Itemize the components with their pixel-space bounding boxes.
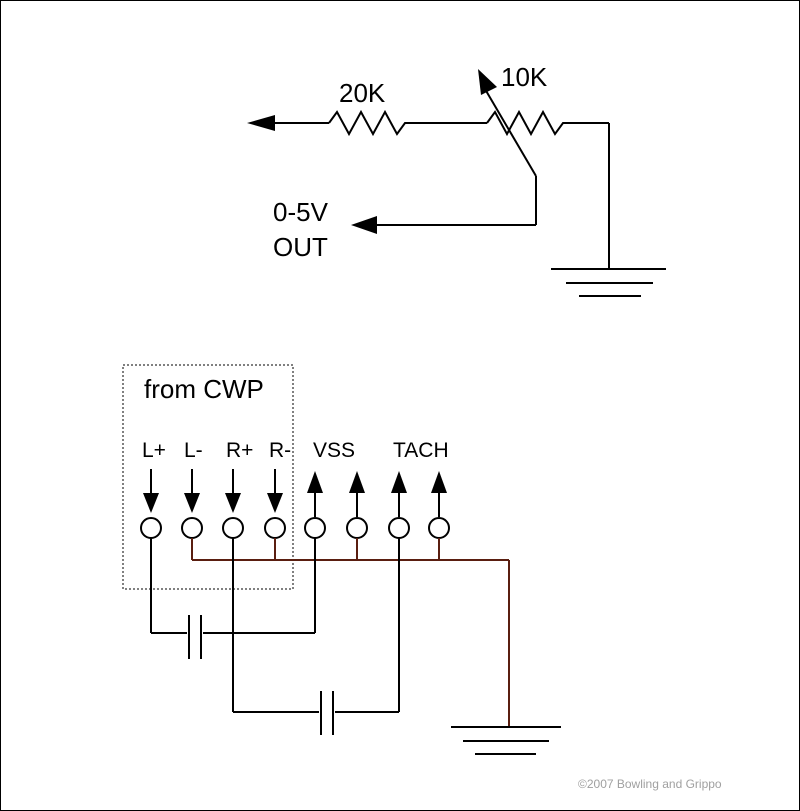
resistor-20k [328,109,413,137]
up-arrow-icon-tach-2 [431,471,447,517]
terminal-r-plus [222,517,244,539]
terminal-tach-1 [388,517,410,539]
top-circuit [247,69,666,297]
input-arrowhead [247,115,275,131]
pot-wiper-arrowhead [478,69,497,95]
down-arrow-icon-l-plus [143,469,159,513]
up-arrow-icon-vss-1 [307,471,323,517]
potentiometer-10k [486,109,609,137]
down-arrow-icon-r-minus [267,469,283,513]
pin-connectors [140,469,450,539]
pot-wiper [484,88,537,177]
terminal-tach-2 [428,517,450,539]
capacitor-icon-2 [320,691,334,735]
bottom-wiring [150,538,561,755]
cwp-dotted-box [122,364,294,590]
terminal-vss-1 [304,517,326,539]
pin-label-tach: TACH [393,439,449,462]
ground-icon-top [551,268,666,297]
up-arrow-icon-vss-2 [349,471,365,517]
terminal-r-minus [264,517,286,539]
output-arrowhead [351,216,377,234]
up-arrow-icon-tach-1 [391,471,407,517]
pin-label-r-minus: R- [269,439,291,462]
down-arrow-icon-r-plus [225,469,241,513]
capacitor-icon-1 [188,615,202,659]
resistor-20k-label: 20K [339,78,386,108]
cwp-box-label: from CWP [144,374,264,404]
pin-label-l-minus: L- [184,439,203,462]
down-arrow-icon-l-minus [184,469,200,513]
potentiometer-10k-label: 10K [501,62,548,92]
terminal-l-plus [140,517,162,539]
pin-label-r-plus: R+ [226,439,253,462]
terminal-vss-2 [346,517,368,539]
copyright-text: ©2007 Bowling and Grippo [578,777,722,791]
output-label-line1: 0-5V [273,197,329,227]
pin-label-vss: VSS [313,439,355,462]
pin-label-l-plus: L+ [142,439,166,462]
output-label-line2: OUT [273,232,328,262]
ground-bus [191,538,510,727]
terminal-l-minus [181,517,203,539]
ground-icon-bottom [451,726,561,755]
